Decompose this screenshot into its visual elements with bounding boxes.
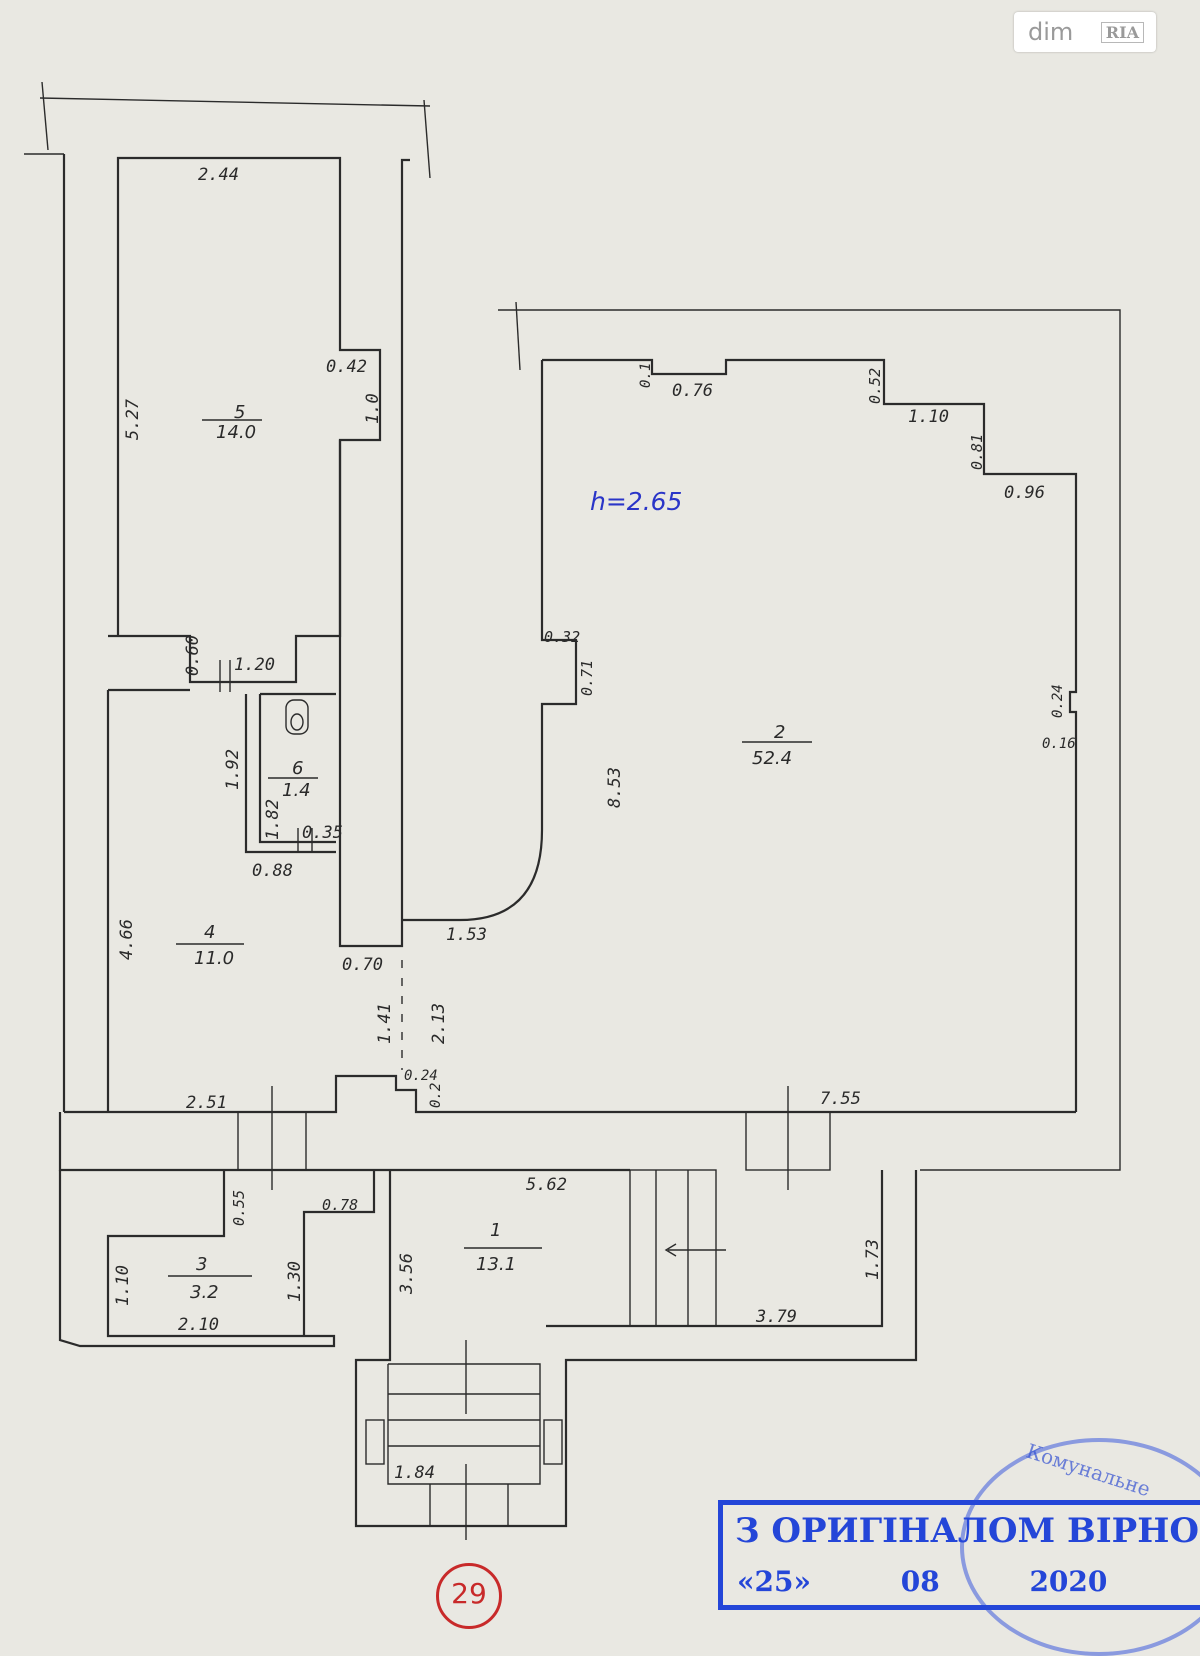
dim-label: 0.35	[302, 823, 343, 843]
dim-label: 3.79	[755, 1307, 797, 1327]
svg-text:6: 6	[292, 758, 303, 779]
stamp-year: 2020	[1029, 1565, 1108, 1598]
logo-text: dim	[1028, 18, 1074, 46]
stamp-month: 08	[900, 1565, 940, 1598]
dim-label: 5.62	[526, 1175, 567, 1195]
dim-label: 2.51	[186, 1093, 227, 1113]
dim-label: 0.24	[1050, 684, 1066, 718]
svg-text:1.4: 1.4	[282, 780, 311, 801]
ceiling-height: h=2.65	[590, 487, 682, 516]
room-1-label: 1 13.1	[464, 1220, 542, 1275]
dim-label: 2.13	[429, 1003, 449, 1044]
dim-label: 1.0	[363, 393, 383, 424]
svg-text:3.2: 3.2	[190, 1282, 219, 1303]
dim-label: 0.42	[326, 357, 367, 377]
dim-label: 0.60	[183, 635, 203, 676]
dim-label: 0.78	[322, 1196, 358, 1214]
dim-label: 0.71	[578, 660, 596, 696]
svg-text:13.1: 13.1	[476, 1254, 516, 1275]
svg-text:52.4: 52.4	[752, 748, 792, 769]
dim-label: 0.76	[672, 381, 713, 401]
dim-label: 0.1	[638, 363, 654, 388]
dim-label: 1.82	[263, 799, 283, 840]
dim-label: 2.10	[178, 1315, 219, 1335]
site-logo: dim RIA	[1014, 12, 1156, 52]
dim-label: 5.27	[123, 398, 143, 440]
dim-label: 1.84	[394, 1463, 435, 1483]
svg-text:11.0: 11.0	[194, 948, 234, 969]
dim-label: 1.92	[223, 749, 243, 790]
dim-label: 0.81	[968, 434, 986, 470]
svg-text:4: 4	[204, 922, 215, 943]
dim-label: 0.52	[866, 368, 884, 404]
svg-text:1: 1	[490, 1220, 501, 1241]
svg-text:14.0: 14.0	[216, 422, 256, 443]
dim-label: 4.66	[117, 919, 137, 960]
page-number: 29	[436, 1563, 502, 1629]
stamp-date: «25» 08 2020	[737, 1565, 1187, 1598]
room-2-label: 2 52.4	[742, 722, 812, 769]
certification-stamp: З ОРИГІНАЛОМ ВІРНО «25» 08 2020	[718, 1500, 1200, 1610]
logo-badge: RIA	[1100, 21, 1144, 43]
dim-label: 3.56	[397, 1253, 417, 1295]
round-stamp-text: Комунальне	[1023, 1438, 1154, 1502]
svg-text:5: 5	[234, 402, 245, 423]
room-4-label: 4 11.0	[176, 922, 244, 969]
dim-label: 1.30	[285, 1261, 305, 1302]
dim-label: 0.70	[342, 955, 383, 975]
dim-label: 1.53	[446, 925, 487, 945]
dim-label: 1.41	[375, 1003, 395, 1044]
stamp-day: «25»	[737, 1565, 811, 1598]
room-5-label: 5 14.0	[202, 402, 262, 443]
dim-label: 1.10	[908, 407, 949, 427]
dim-label: 0.16	[1042, 736, 1076, 752]
svg-text:3: 3	[196, 1254, 207, 1275]
dim-label: 1.73	[863, 1239, 883, 1280]
dim-label: 2.44	[198, 165, 239, 185]
dim-label: 0.24	[404, 1068, 438, 1084]
dim-label: 1.20	[234, 655, 275, 675]
room-6-label: 6 1.4	[268, 758, 318, 801]
stamp-title: З ОРИГІНАЛОМ ВІРНО	[735, 1511, 1199, 1551]
room-3-label: 3 3.2	[168, 1254, 252, 1303]
dim-label: 0.55	[230, 1190, 248, 1226]
dim-label: 7.55	[820, 1089, 861, 1109]
dim-label: 0.96	[1004, 483, 1045, 503]
floor-plan: 2.44 5.27 0.42 1.0 0.60 1.20 1.92 1.82 0…	[24, 81, 1121, 1540]
dim-label: 8.53	[605, 767, 625, 808]
dim-label: 1.10	[113, 1265, 133, 1306]
dim-label: 0.32	[544, 628, 580, 646]
svg-text:2: 2	[774, 722, 785, 743]
dim-label: 0.88	[252, 861, 293, 881]
dim-label: 0.2	[428, 1083, 444, 1108]
